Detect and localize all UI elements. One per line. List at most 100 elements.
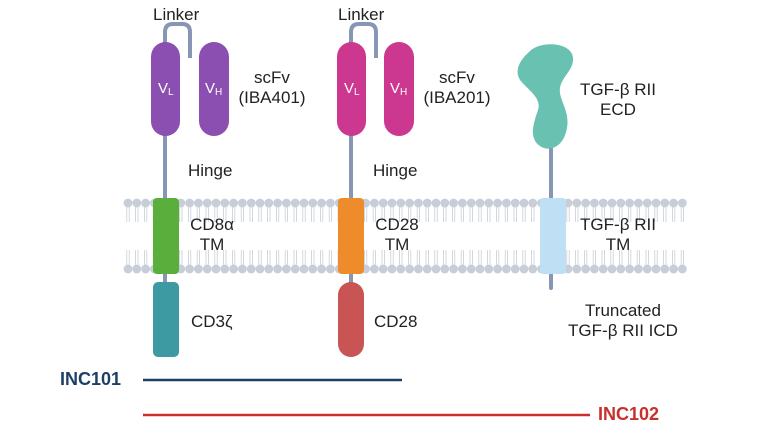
lipid-head: [598, 198, 608, 208]
lipid-head: [528, 198, 538, 208]
lipid-head: [660, 264, 670, 274]
hinge-label-1: Hinge: [188, 161, 233, 180]
lipid-head: [185, 264, 195, 274]
lipid-head: [405, 264, 414, 274]
scfv-clone-2: (IBA201): [423, 88, 491, 107]
lipid-head: [246, 198, 256, 208]
lipid-head: [290, 264, 300, 274]
tgfbr2-ecd-domain: [517, 44, 574, 149]
ecd-suffix-3: ECD: [600, 100, 636, 119]
lipid-head: [651, 198, 661, 208]
lipid-head: [458, 198, 467, 208]
lipid-head: [202, 264, 212, 274]
lipid-head: [493, 264, 502, 274]
lipid-head: [141, 198, 151, 208]
lipid-head: [238, 264, 247, 274]
lipid-head: [308, 198, 318, 208]
ecd-label-3: TGF-β RII ECD: [573, 80, 663, 120]
lipid-head: [431, 264, 441, 274]
lipid-head: [475, 264, 485, 274]
tm-suffix-2: TM: [384, 235, 410, 254]
lipid-head: [440, 264, 450, 274]
vh-label-2: VH: [390, 80, 408, 98]
lipid-head: [273, 264, 282, 274]
lipid-head: [220, 198, 230, 208]
lipid-head: [282, 264, 291, 274]
lipid-head: [625, 264, 634, 274]
intracellular-domain-cd28: [338, 282, 364, 357]
intracellular-domain-cd3z: [153, 282, 179, 357]
lipid-head: [678, 264, 687, 274]
lipid-head: [616, 264, 626, 274]
lipid-head: [484, 264, 494, 274]
scfv-name-1: scFv: [254, 68, 290, 87]
hinge-label-2: Hinge: [373, 161, 418, 180]
lipid-head: [194, 198, 203, 208]
lipid-head: [255, 264, 265, 274]
lipid-head: [572, 264, 582, 274]
lipid-head: [202, 198, 212, 208]
vl-label-2: VL: [344, 80, 360, 98]
scfv-clone-1: (IBA401): [238, 88, 306, 107]
linker-label-2: Linker: [338, 5, 385, 24]
lipid-head: [431, 198, 441, 208]
lipid-head: [229, 264, 239, 274]
tm-name-3: TGF-β RII: [580, 215, 656, 234]
scfv-name-2: scFv: [439, 68, 475, 87]
lipid-head: [581, 264, 590, 274]
lipid-head: [185, 198, 195, 208]
lipid-head: [660, 198, 670, 208]
lipid-head: [378, 198, 388, 208]
lipid-head: [387, 264, 397, 274]
lipid-head: [370, 198, 379, 208]
lipid-head: [405, 198, 414, 208]
tm-label-2: CD28 TM: [369, 215, 425, 255]
lipid-head: [634, 264, 643, 274]
lipid-head: [123, 198, 133, 208]
lipid-head: [642, 198, 652, 208]
vl-domain-1: [151, 42, 180, 136]
lipid-head: [678, 198, 687, 208]
scfv-label-2: scFv (IBA201): [417, 68, 497, 108]
lipid-head: [317, 264, 326, 274]
lipid-head: [510, 264, 520, 274]
lipid-head: [132, 264, 142, 274]
lipid-head: [299, 198, 309, 208]
lipid-head: [607, 264, 617, 274]
lipid-head: [528, 264, 538, 274]
lipid-head: [387, 198, 397, 208]
tm-suffix-3: TM: [605, 235, 631, 254]
lipid-head: [141, 264, 151, 274]
lipid-head: [440, 198, 450, 208]
lipid-head: [625, 198, 634, 208]
lipid-head: [229, 198, 239, 208]
icd-suffix-3: TGF-β RII ICD: [568, 321, 678, 340]
lipid-head: [669, 198, 678, 208]
lipid-head: [396, 198, 406, 208]
tm-label-1: CD8α TM: [184, 215, 240, 255]
lipid-head: [581, 198, 590, 208]
vh-domain-1: [199, 42, 229, 136]
lipid-head: [264, 198, 274, 208]
lipid-head: [246, 264, 256, 274]
ecd-name-3: TGF-β RII: [580, 80, 656, 99]
lipid-head: [519, 198, 529, 208]
lipid-head: [211, 264, 221, 274]
lipid-head: [519, 264, 529, 274]
lipid-head: [598, 264, 608, 274]
lipid-head: [326, 198, 335, 208]
lipid-head: [273, 198, 282, 208]
lipid-head: [123, 264, 133, 274]
linker-loop-2: [349, 22, 378, 58]
icd-name-3: Truncated: [585, 301, 661, 320]
lipid-head: [458, 264, 467, 274]
lipid-head: [607, 198, 617, 208]
tm-label-3: TGF-β RII TM: [573, 215, 663, 255]
tm-suffix-1: TM: [199, 235, 225, 254]
lipid-head: [616, 198, 626, 208]
lipid-head: [572, 198, 582, 208]
lipid-head: [484, 198, 494, 208]
lipid-head: [590, 198, 599, 208]
lipid-head: [590, 264, 599, 274]
tm-domain-cd28: [338, 198, 364, 274]
